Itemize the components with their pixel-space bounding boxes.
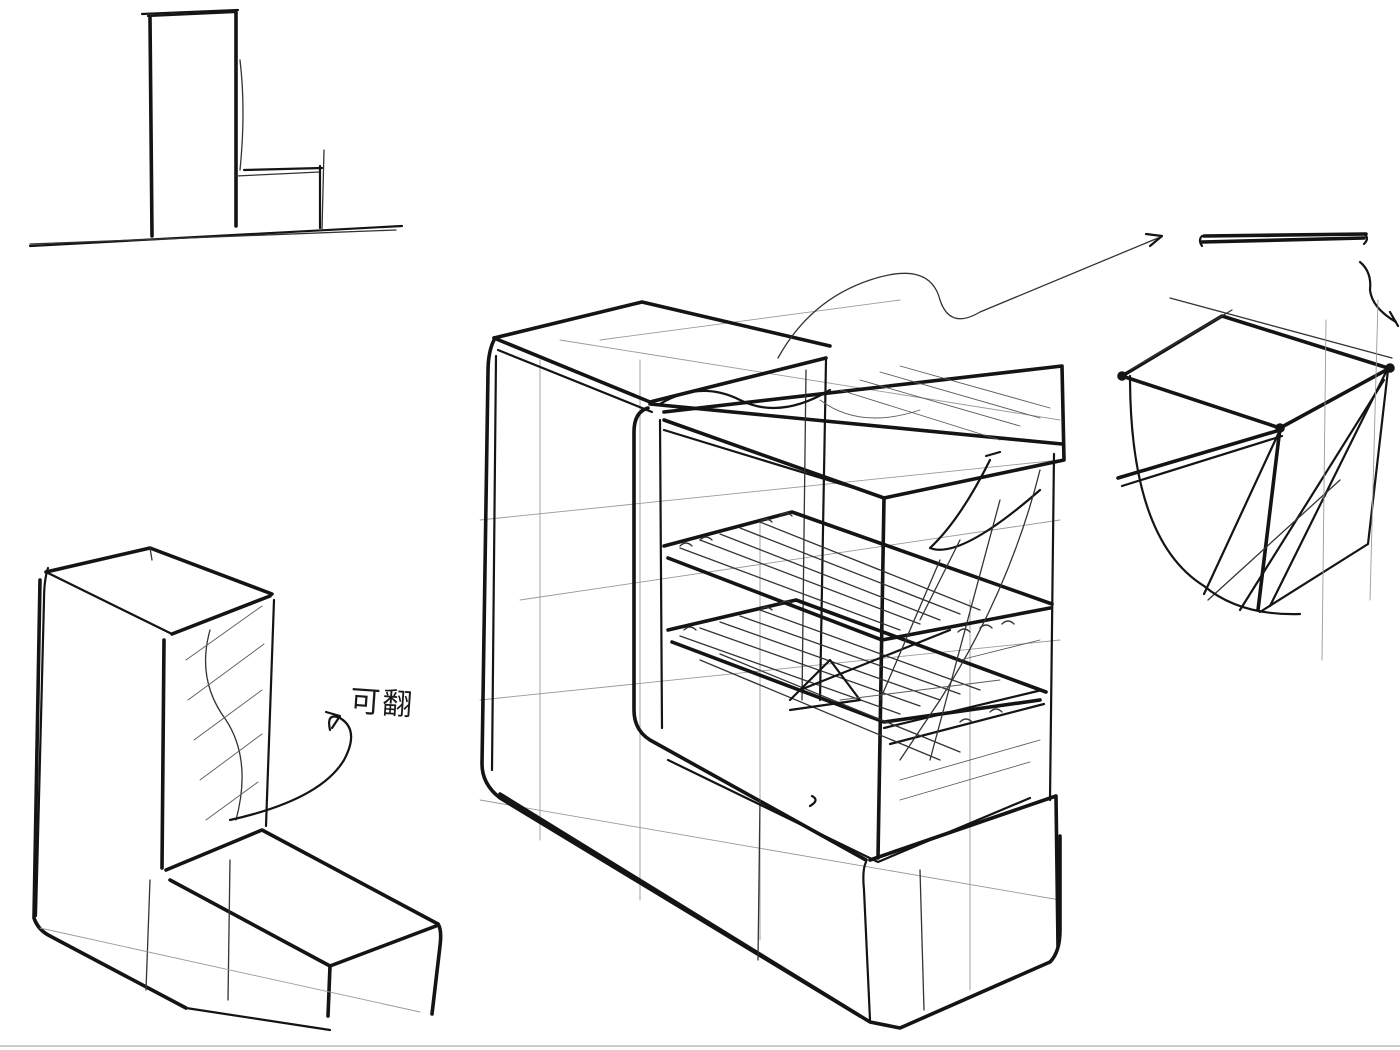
l-shape-perspective-sketch [32, 546, 443, 1032]
side-profile-sketch [28, 8, 404, 248]
hinge-detail-sketch [1116, 232, 1400, 661]
annotation-flippable: 可翻 [349, 683, 416, 724]
cabinet-perspective-sketch [479, 232, 1164, 1030]
